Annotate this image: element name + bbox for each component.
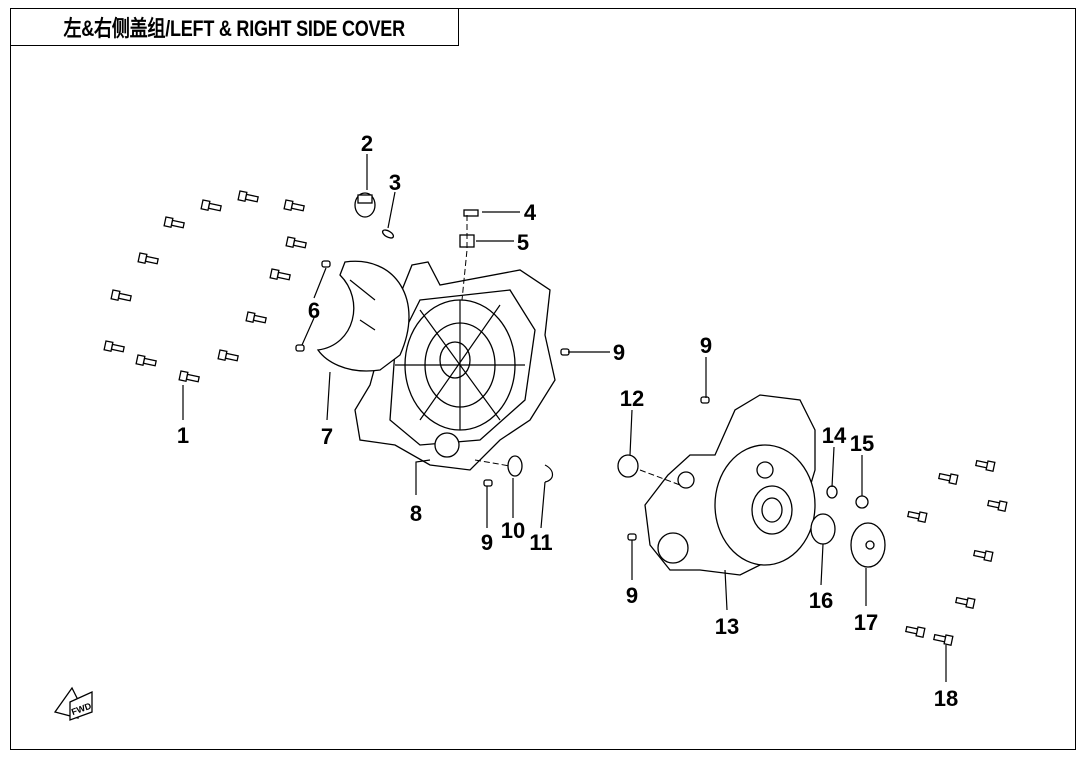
callout-13: 13	[715, 614, 739, 639]
callout-9c: 9	[481, 530, 493, 555]
drawing-frame	[10, 8, 1076, 750]
callout-1: 1	[177, 423, 189, 448]
title-box: 左&右侧盖组/LEFT & RIGHT SIDE COVER	[10, 8, 459, 46]
bolt	[269, 268, 291, 281]
bolt	[285, 236, 307, 249]
bolt	[938, 472, 959, 486]
callout-9b: 9	[700, 333, 712, 358]
dowel-pin	[560, 348, 570, 356]
callout-18: 18	[934, 686, 958, 711]
callout-2: 2	[361, 131, 373, 156]
callout-8: 8	[410, 501, 422, 526]
callout-9a: 9	[613, 340, 625, 365]
small-parts	[354, 192, 886, 568]
callout-4: 4	[524, 200, 537, 225]
callout-6: 6	[308, 298, 320, 323]
callout-10: 10	[501, 518, 525, 543]
callout-7: 7	[321, 424, 333, 449]
bolt	[955, 596, 976, 610]
callout-14: 14	[822, 423, 847, 448]
bolt	[975, 459, 996, 473]
bolt	[245, 311, 267, 324]
callout-16: 16	[809, 588, 833, 613]
callout-17: 17	[854, 610, 878, 635]
dowel-pin	[700, 396, 710, 404]
bolt	[973, 549, 994, 563]
dowel-pin	[321, 260, 331, 268]
callout-12: 12	[620, 386, 644, 411]
diagram-title: 左&右侧盖组/LEFT & RIGHT SIDE COVER	[63, 16, 406, 41]
bolt	[987, 499, 1008, 513]
bolt	[135, 354, 157, 367]
bolt	[933, 633, 954, 647]
callout-labels: 1 2 3 4 5 6 7 8 9 9 9 10 11 12 13 14 15 …	[177, 131, 958, 711]
bolt	[905, 625, 926, 639]
dowel-pin	[295, 344, 305, 352]
bolt	[103, 340, 125, 353]
guard-plate	[316, 260, 410, 372]
leader-lines	[182, 154, 947, 682]
bolt	[200, 199, 222, 212]
bolt	[110, 289, 132, 302]
dowel-pin	[483, 479, 493, 487]
callout-5: 5	[517, 230, 529, 255]
bolts	[103, 190, 1008, 647]
bolt	[217, 349, 239, 362]
bolt	[163, 216, 185, 229]
fwd-direction-icon: FWD	[53, 686, 93, 721]
bolt	[178, 370, 200, 383]
bolt	[237, 190, 259, 203]
callout-3: 3	[389, 170, 401, 195]
bolt	[907, 510, 928, 524]
right-side-cover	[644, 394, 816, 576]
bolt	[283, 199, 305, 212]
bolt	[137, 252, 159, 265]
callout-11: 11	[529, 530, 552, 555]
callout-15: 15	[850, 431, 874, 456]
dowel-pin	[627, 533, 637, 541]
callout-9d: 9	[626, 583, 638, 608]
